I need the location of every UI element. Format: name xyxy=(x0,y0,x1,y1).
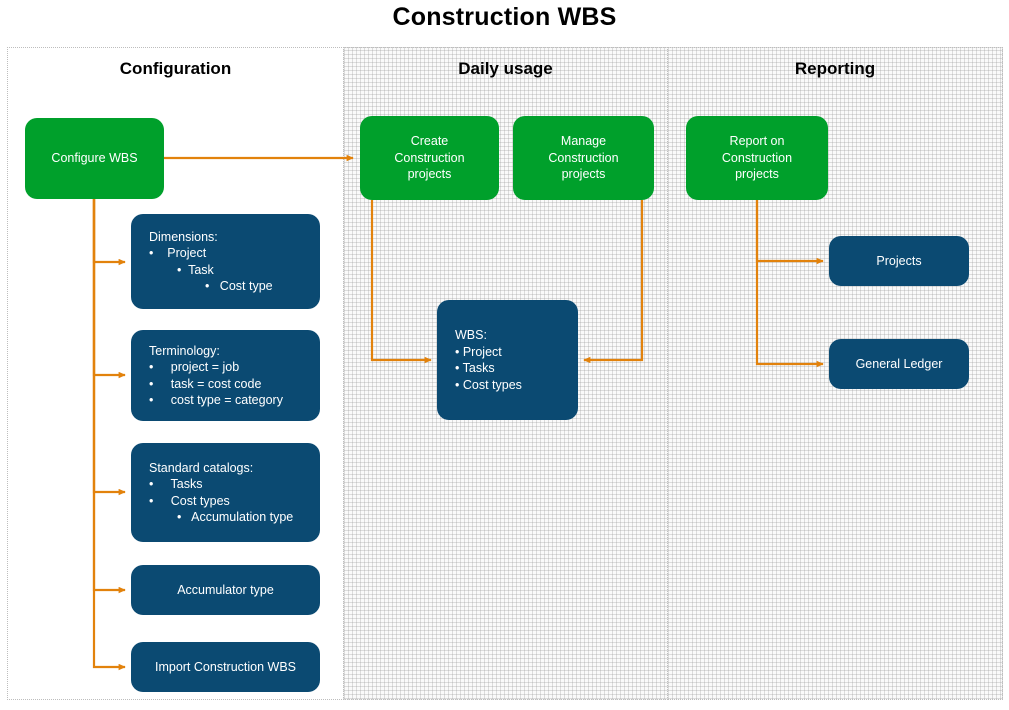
node-configure-wbs[interactable]: Configure WBS xyxy=(25,118,164,199)
node-bullet-list: • Tasks • Cost types • Accumulation type xyxy=(149,476,293,526)
bullet-line: • Tasks xyxy=(149,477,203,491)
bullet-line: • Task xyxy=(177,262,214,277)
node-general-ledger[interactable]: General Ledger xyxy=(829,339,969,389)
node-accumulator-type[interactable]: Accumulator type xyxy=(131,565,320,615)
node-bullet-list: • project = job • task = cost code • cos… xyxy=(149,359,283,409)
node-label: Import Construction WBS xyxy=(154,659,296,674)
bullet-line: • Cost types xyxy=(149,493,230,508)
swimlane-title-configuration: Configuration xyxy=(119,59,232,78)
node-label: Configure WBS xyxy=(51,151,138,166)
node-report-on-construction-projects[interactable]: Report on Construction projects xyxy=(686,116,828,200)
bullet-line: • Cost type xyxy=(205,279,273,293)
swimlane-title-daily-usage: Daily usage xyxy=(458,59,553,78)
bullet-line: • Project xyxy=(455,344,502,359)
node-heading: WBS: xyxy=(455,328,487,342)
bullet-line: • project = job xyxy=(149,360,240,374)
node-label: Projects xyxy=(876,253,922,268)
node-label: General Ledger xyxy=(855,356,943,371)
node-dimensions[interactable]: Dimensions: • Project • Task • Cost type xyxy=(131,214,320,309)
node-standard-catalogs[interactable]: Standard catalogs: • Tasks • Cost types … xyxy=(131,443,320,542)
node-label: Report on Construction projects xyxy=(721,134,793,182)
node-terminology[interactable]: Terminology: • project = job • task = co… xyxy=(131,330,320,421)
node-projects[interactable]: Projects xyxy=(829,236,969,286)
bullet-line: • Accumulation type xyxy=(177,510,294,524)
node-heading: Standard catalogs: xyxy=(149,460,254,475)
node-create-construction-projects[interactable]: Create Construction projects xyxy=(360,116,499,200)
node-heading: Terminology: xyxy=(149,343,220,358)
bullet-line: • Tasks xyxy=(455,361,495,375)
node-bullet-list: • Project • Task • Cost type xyxy=(149,245,273,295)
node-manage-construction-projects[interactable]: Manage Construction projects xyxy=(513,116,654,200)
bullet-line: • task = cost code xyxy=(149,376,262,391)
node-wbs[interactable]: WBS: • Project • Tasks • Cost types xyxy=(437,300,578,420)
bullet-line: • Cost types xyxy=(455,377,522,392)
bullet-line: • Project xyxy=(149,246,207,260)
bullet-line: • cost type = category xyxy=(149,393,283,407)
page-title: Construction WBS xyxy=(392,3,617,31)
swimlane-title-reporting: Reporting xyxy=(794,59,876,78)
node-bullet-list: • Project • Tasks • Cost types xyxy=(455,344,522,394)
node-heading: Dimensions: xyxy=(149,229,218,244)
node-label: Create Construction projects xyxy=(394,134,465,182)
node-label: Manage Construction projects xyxy=(548,134,619,182)
node-import-construction-wbs[interactable]: Import Construction WBS xyxy=(131,642,320,692)
node-label: Accumulator type xyxy=(177,582,274,597)
